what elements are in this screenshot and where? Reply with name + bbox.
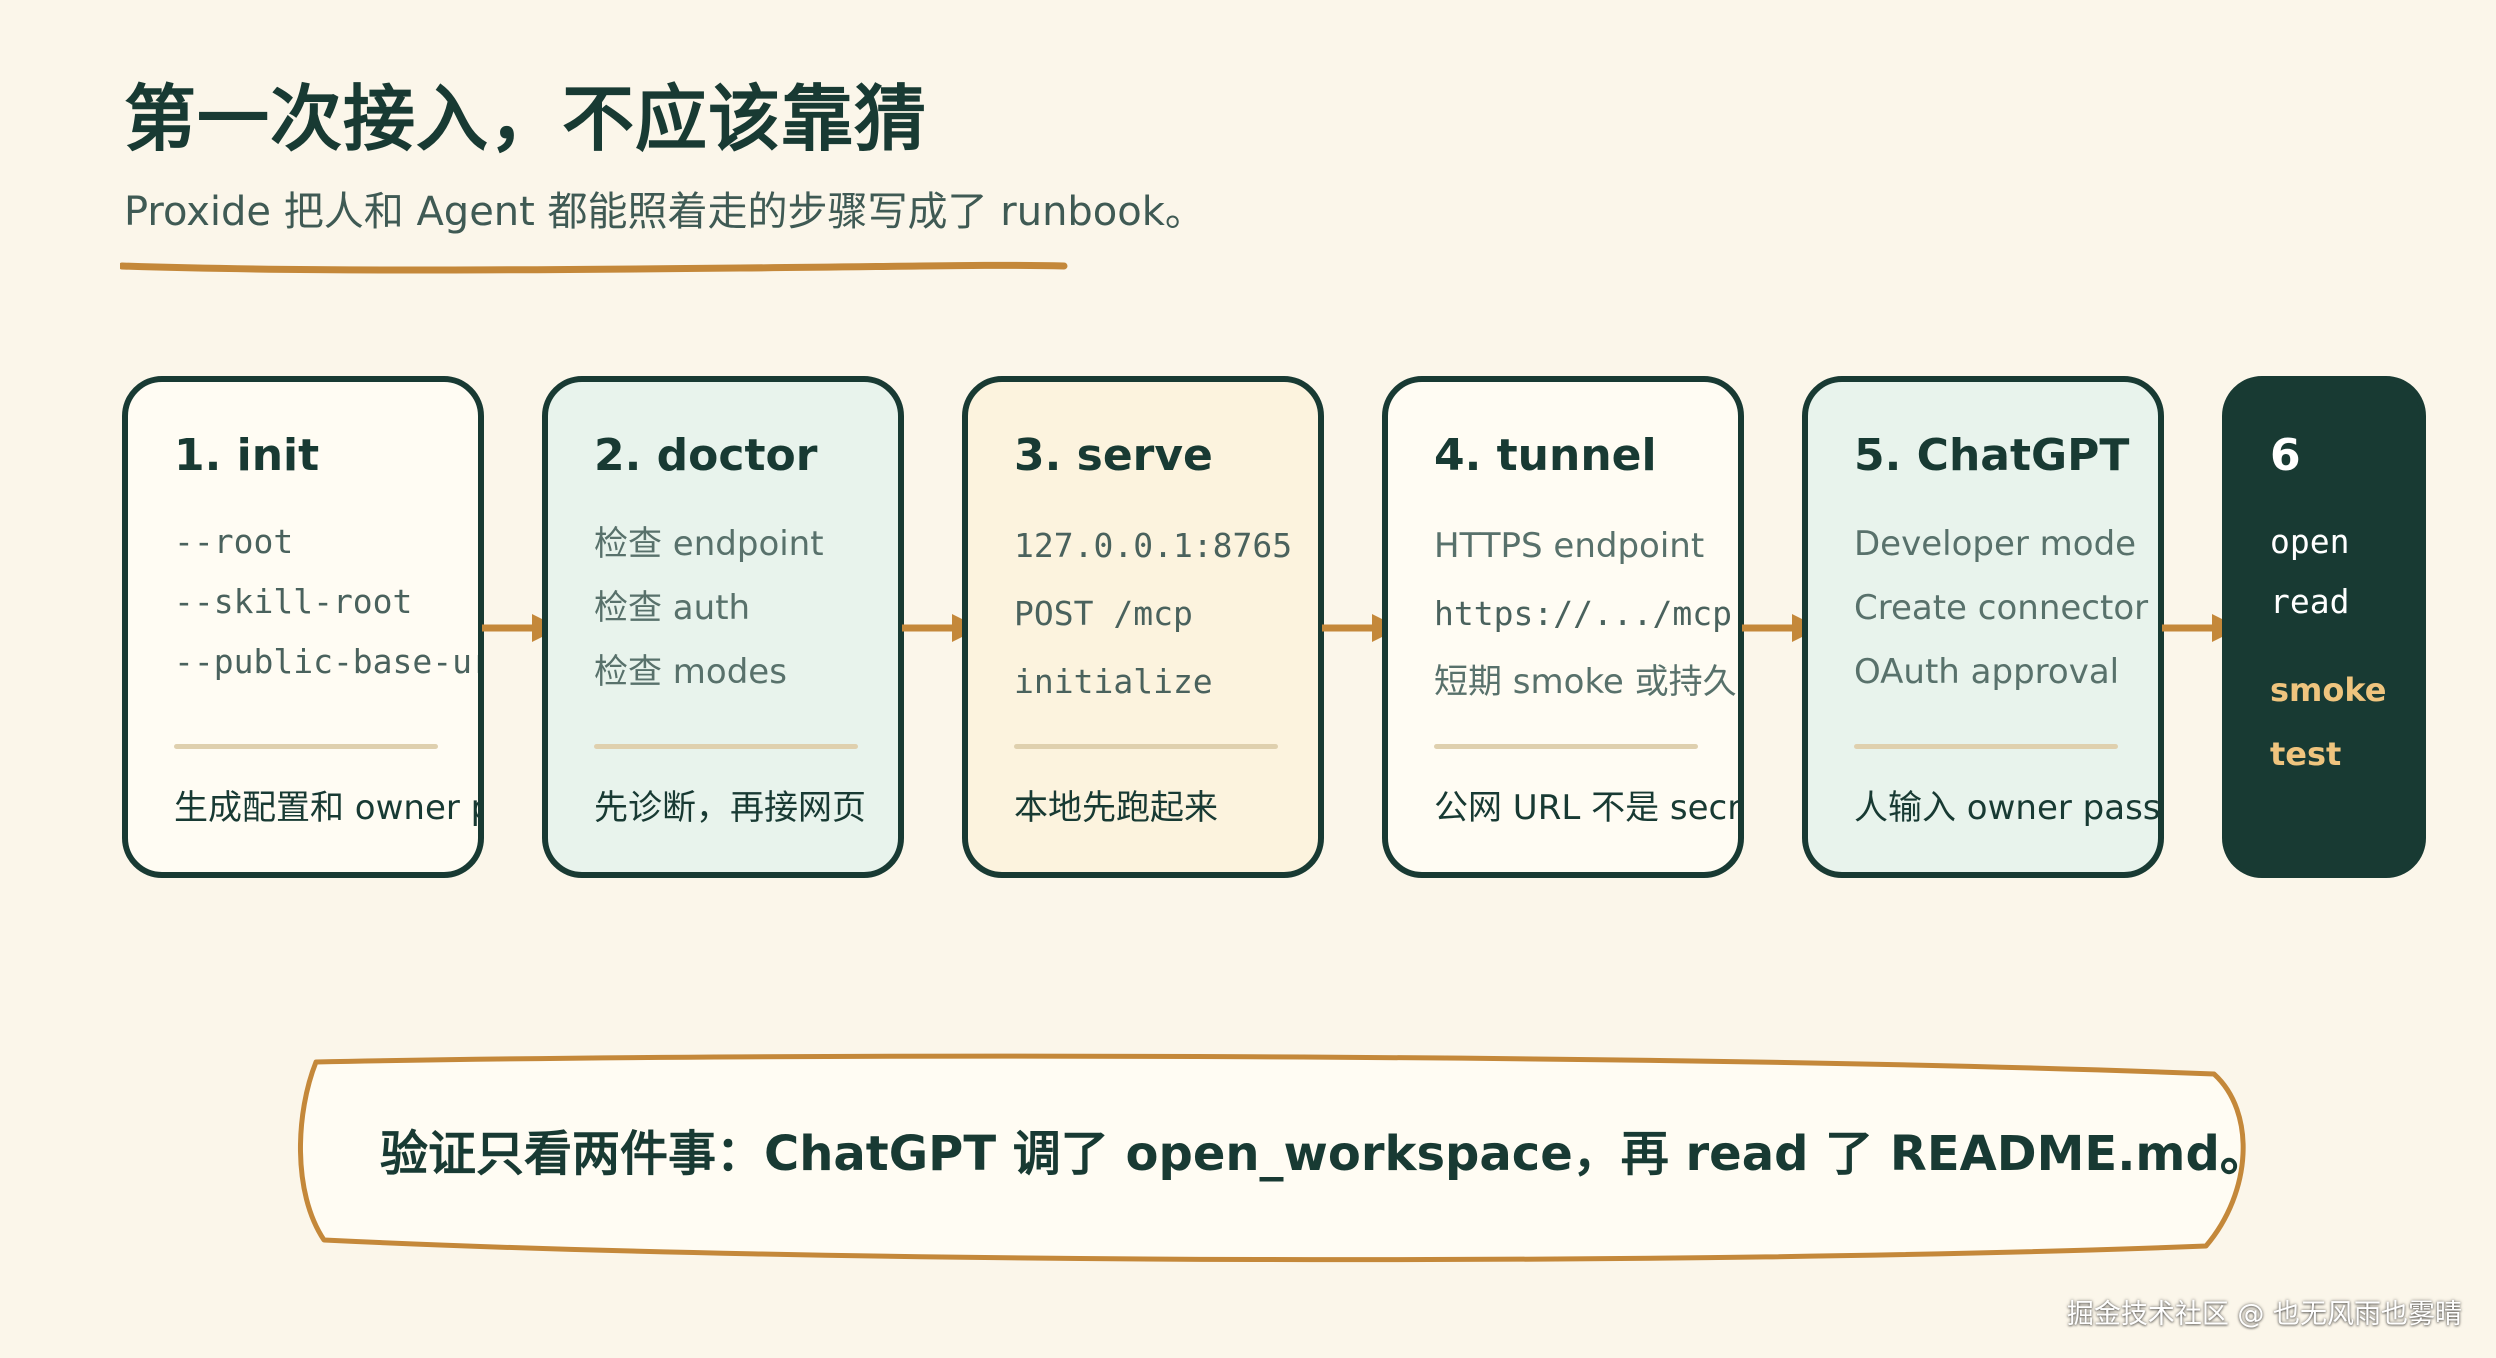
step-title: 3. serve bbox=[1014, 430, 1213, 481]
page-subtitle: Proxide 把人和 Agent 都能照着走的步骤写成了 runbook。 bbox=[124, 189, 1205, 235]
step-item: Developer mode bbox=[1854, 524, 2137, 564]
step-item: --public-base-url bbox=[174, 642, 484, 681]
step-card-tunnel: 4. tunnel HTTPS endpoint https://.../mcp… bbox=[1382, 376, 1744, 878]
step-item: --root bbox=[174, 522, 294, 561]
step-summary: 公网 URL 不是 secret bbox=[1434, 788, 1744, 828]
step-item: --skill-root bbox=[174, 582, 413, 621]
step-item: 检查 auth bbox=[594, 588, 751, 628]
step-summary: 本地先跑起来 bbox=[1014, 788, 1218, 828]
subtitle-underline bbox=[120, 261, 1068, 274]
step-item: open bbox=[2270, 522, 2350, 561]
step-item: POST /mcp bbox=[1014, 594, 1193, 633]
watermark: 掘金技术社区 @ 也无风雨也雾晴 bbox=[2066, 1299, 2462, 1330]
step-card-serve: 3. serve 127.0.0.1:8765 POST /mcp initia… bbox=[962, 376, 1324, 878]
step-title: 2. doctor bbox=[594, 430, 818, 481]
step-item: 127.0.0.1:8765 bbox=[1014, 526, 1293, 565]
step-divider bbox=[594, 744, 858, 749]
step-card-doctor: 2. doctor 检查 endpoint 检查 auth 检查 modes 先… bbox=[542, 376, 904, 878]
step-item: initialize bbox=[1014, 662, 1213, 701]
step-summary: 人输入 owner password bbox=[1854, 788, 2161, 828]
step-highlight: test bbox=[2270, 735, 2342, 773]
step-item: HTTPS endpoint bbox=[1434, 526, 1705, 566]
step-item: Create connector bbox=[1854, 588, 2149, 628]
step-divider bbox=[1854, 744, 2118, 749]
callout-text: 验证只看两件事：ChatGPT 调了 open_workspace，再 read… bbox=[380, 1126, 2268, 1182]
step-divider bbox=[174, 744, 438, 749]
step-title: 1. init bbox=[174, 430, 320, 481]
step-item: read bbox=[2270, 582, 2350, 621]
verification-callout bbox=[298, 1053, 2246, 1263]
step-divider bbox=[1434, 744, 1698, 749]
step-title: 4. tunnel bbox=[1434, 430, 1657, 481]
step-item: https://.../mcp bbox=[1434, 594, 1733, 633]
step-title: 6 bbox=[2270, 430, 2301, 481]
step-item: 检查 endpoint bbox=[594, 524, 824, 564]
step-item: 检查 modes bbox=[594, 652, 787, 692]
step-card-init: 1. init --root --skill-root --public-bas… bbox=[122, 376, 484, 878]
step-highlight: smoke bbox=[2270, 671, 2387, 709]
step-item: OAuth approval bbox=[1854, 652, 2120, 692]
step-item: 短期 smoke 或持久 OAuth bbox=[1434, 662, 1738, 702]
step-divider bbox=[1014, 744, 1278, 749]
step-summary: 生成配置和 owner password bbox=[174, 788, 478, 828]
step-card-smoke-test: 6 open read smoke test bbox=[2222, 376, 2426, 878]
step-summary: 先诊断，再接网页 bbox=[594, 788, 866, 828]
page-title: 第一次接入，不应该靠猜 bbox=[124, 77, 928, 161]
step-title: 5. ChatGPT bbox=[1854, 430, 2130, 481]
step-card-chatgpt: 5. ChatGPT Developer mode Create connect… bbox=[1802, 376, 2164, 878]
